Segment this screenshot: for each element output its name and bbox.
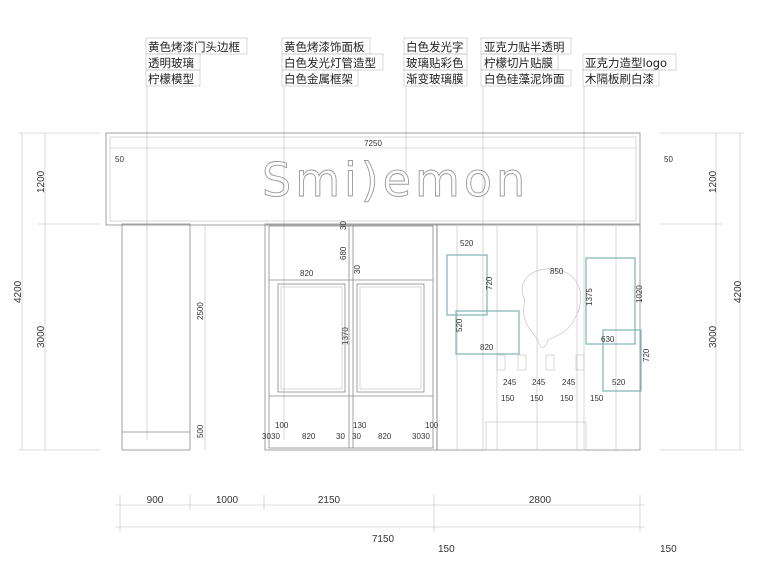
dim-245: 245 xyxy=(503,378,517,387)
dim-150: 150 xyxy=(590,394,604,403)
right-wall: 520 720 520 820 850 1375 1020 630 720 52… xyxy=(436,223,651,451)
dim-bottom: 30 xyxy=(412,432,421,441)
dim-4200-left: 4200 xyxy=(13,280,24,303)
callout-text: 黄色烤漆饰面板 xyxy=(284,40,365,54)
dim-245: 245 xyxy=(562,378,576,387)
acrylic-panel xyxy=(585,257,636,345)
dim-520: 520 xyxy=(460,239,474,248)
callout-group-4: 亚克力贴半透明 柠檬切片贴膜 白色硅藻泥饰面 xyxy=(480,37,572,450)
dim-520-v: 520 xyxy=(455,318,464,332)
dim-3000-right: 3000 xyxy=(708,325,719,348)
sign-logo-text: Smi)emon xyxy=(262,153,529,207)
callout-text: 白色发光字 xyxy=(406,40,464,54)
signboard: 7250 50 50 Smi)emon xyxy=(105,132,673,226)
dim-bottom: 30 xyxy=(271,432,280,441)
sign-right-offset: 50 xyxy=(664,155,673,164)
dim-bottom: 30 xyxy=(336,432,345,441)
dim-30b: 30 xyxy=(353,265,362,274)
door-leaf-left xyxy=(277,283,346,393)
dim-30a: 30 xyxy=(339,221,348,230)
dim-820: 820 xyxy=(480,343,494,352)
dim-3000-left: 3000 xyxy=(36,325,47,348)
callout-text: 柠檬模型 xyxy=(148,72,194,86)
callout-text: 玻璃贴彩色 xyxy=(406,56,464,70)
dim-1200-right: 1200 xyxy=(708,170,719,193)
callout-text: 木隔板刷白漆 xyxy=(585,72,654,86)
callout-text: 柠檬切片贴膜 xyxy=(484,56,553,70)
dim-2800: 2800 xyxy=(529,495,552,506)
dim-1375: 1375 xyxy=(585,288,594,306)
dim-bottom: 30 xyxy=(262,432,271,441)
callout-group-5: 亚克力造型logo 木隔板刷白漆 xyxy=(582,53,677,450)
dim-630: 630 xyxy=(601,335,615,344)
dim-680: 680 xyxy=(339,246,348,260)
door-system: 820 680 30 30 1370 100 130 100 30 30 820… xyxy=(262,221,439,451)
sign-width-dim: 7250 xyxy=(364,139,382,148)
dim-820-top: 820 xyxy=(300,269,314,278)
dim-bottom: 820 xyxy=(302,432,316,441)
dim-bottom: 30 xyxy=(352,432,361,441)
dim-100-right: 100 xyxy=(425,421,439,430)
callout-group-3: 白色发光字 玻璃贴彩色 渐变玻璃膜 xyxy=(403,37,468,175)
callout-text: 渐变玻璃膜 xyxy=(406,72,464,86)
dim-bottom: 820 xyxy=(378,432,392,441)
left-dimensions: 1200 3000 4200 xyxy=(13,132,100,451)
dim-130: 130 xyxy=(353,421,367,430)
callout-group-2: 黄色烤漆饰面板 白色发光灯管造型 白色金属框架 xyxy=(281,37,384,440)
acrylic-panel xyxy=(455,310,520,355)
bottom-dimensions: 900 1000 2150 2800 7150 150 150 xyxy=(115,495,677,555)
dim-4200-right: 4200 xyxy=(733,280,744,303)
dim-7150: 7150 xyxy=(372,534,395,545)
dim-1200-left: 1200 xyxy=(36,170,47,193)
dim-500: 500 xyxy=(196,424,205,438)
callout-text: 黄色烤漆门头边框 xyxy=(148,40,240,54)
dim-150: 150 xyxy=(501,394,515,403)
dim-720-b: 720 xyxy=(642,348,651,362)
callout-text: 透明玻璃 xyxy=(148,56,194,70)
dim-bottom: 30 xyxy=(421,432,430,441)
callout-text: 白色金属框架 xyxy=(284,72,353,86)
dim-900: 900 xyxy=(147,495,164,506)
dim-520-b: 520 xyxy=(612,378,626,387)
dim-245: 245 xyxy=(532,378,546,387)
dim-1370: 1370 xyxy=(341,327,350,345)
dim-150-right: 150 xyxy=(660,544,677,555)
dim-100-left: 100 xyxy=(275,421,289,430)
dim-1000: 1000 xyxy=(216,495,239,506)
dim-150: 150 xyxy=(530,394,544,403)
dim-2150: 2150 xyxy=(318,495,341,506)
callout-text: 白色硅藻泥饰面 xyxy=(484,72,565,86)
callout-group-1: 黄色烤漆门头边框 透明玻璃 柠檬模型 xyxy=(145,37,248,440)
callout-text: 亚克力贴半透明 xyxy=(484,40,565,54)
right-dimensions: 1200 3000 4200 xyxy=(660,132,744,451)
dim-1020: 1020 xyxy=(635,285,644,303)
dim-150: 150 xyxy=(560,394,574,403)
dim-150-left: 150 xyxy=(438,544,455,555)
dim-2500: 2500 xyxy=(196,302,205,320)
acrylic-panel xyxy=(446,254,488,316)
sign-left-offset: 50 xyxy=(115,155,124,164)
dim-720: 720 xyxy=(485,276,494,290)
acrylic-panel xyxy=(602,329,642,392)
dim-850: 850 xyxy=(550,267,564,276)
callout-text: 亚克力造型logo xyxy=(585,56,667,70)
door-leaf-right xyxy=(356,283,425,393)
counter xyxy=(485,421,587,451)
lemon-logo-shape xyxy=(521,268,582,348)
left-glass-panel: 2500 500 xyxy=(121,223,206,451)
callout-text: 白色发光灯管造型 xyxy=(284,56,376,70)
